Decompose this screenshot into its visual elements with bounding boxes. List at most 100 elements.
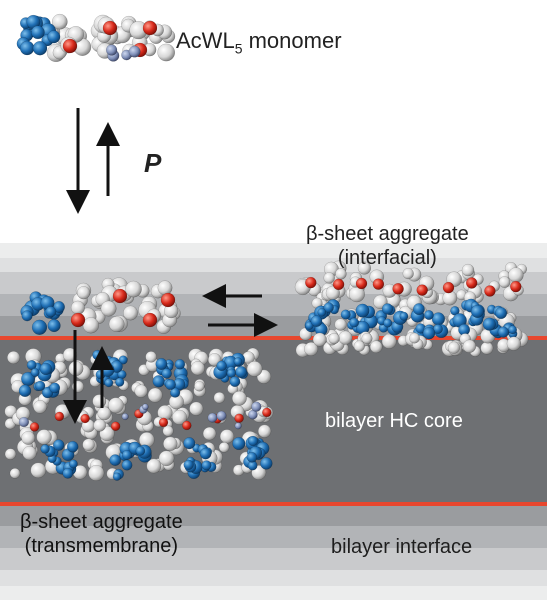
tryptophan-atom xyxy=(35,380,46,392)
carbon-atom xyxy=(506,336,521,351)
carbon-atom xyxy=(304,341,319,357)
carbon-atom xyxy=(171,409,188,425)
carbon-atom xyxy=(147,387,163,403)
carbon-atom xyxy=(36,429,52,445)
oxygen-atom xyxy=(484,285,496,297)
tryptophan-atom xyxy=(62,467,74,479)
interface-band-mid-bottom xyxy=(0,526,547,548)
carbon-atom xyxy=(157,43,176,62)
carbon-atom xyxy=(146,458,162,474)
tryptophan-atom xyxy=(68,459,78,469)
carbon-atom xyxy=(461,263,475,277)
oxygen-atom xyxy=(29,422,40,432)
oxygen-atom xyxy=(332,278,345,291)
carbon-atom xyxy=(334,318,347,331)
nitrogen-atom xyxy=(128,45,141,58)
oxygen-atom xyxy=(465,277,478,289)
interfacial-aggregate-line2: (interfacial) xyxy=(337,247,437,269)
oxygen-atom xyxy=(305,276,317,289)
oxygen-atom xyxy=(142,312,158,328)
carbon-atom xyxy=(33,399,47,414)
tryptophan-atom xyxy=(109,454,122,466)
tryptophan-atom xyxy=(26,360,37,370)
tryptophan-atom xyxy=(199,447,212,460)
oxygen-atom xyxy=(510,280,522,293)
carbon-atom xyxy=(231,390,247,406)
tryptophan-atom xyxy=(495,306,508,320)
carbon-atom xyxy=(21,430,36,445)
tryptophan-atom xyxy=(118,355,128,365)
carbon-atom xyxy=(498,276,511,288)
interface-band-outer-bottom xyxy=(0,570,547,586)
carbon-atom xyxy=(257,424,272,438)
tryptophan-atom xyxy=(247,435,259,447)
tryptophan-atom xyxy=(135,446,146,456)
oxygen-atom xyxy=(416,284,428,296)
transmembrane-aggregate-line1: β-sheet aggregate xyxy=(20,511,183,533)
carbon-atom xyxy=(4,448,17,460)
tryptophan-atom xyxy=(155,358,168,370)
tryptophan-atom xyxy=(183,459,194,470)
tryptophan-atom xyxy=(53,301,65,313)
tryptophan-atom xyxy=(260,457,273,470)
tryptophan-atom xyxy=(104,378,114,388)
carbon-atom xyxy=(92,394,107,409)
tryptophan-atom xyxy=(183,437,196,450)
carbon-atom xyxy=(125,280,142,298)
membrane-line-bottom xyxy=(0,502,547,506)
oxygen-atom xyxy=(234,413,244,423)
tryptophan-atom xyxy=(216,360,227,372)
tryptophan-atom xyxy=(45,306,57,318)
oxygen-atom xyxy=(182,420,192,431)
tryptophan-atom xyxy=(323,302,334,313)
carbon-atom xyxy=(328,332,340,345)
interface-label: bilayer interface xyxy=(331,536,473,558)
carbon-atom xyxy=(7,351,21,365)
nitrogen-atom xyxy=(234,422,242,430)
tryptophan-atom xyxy=(340,309,351,320)
tryptophan-atom xyxy=(30,368,40,377)
tryptophan-atom xyxy=(317,307,327,317)
carbon-atom xyxy=(93,418,107,432)
nitrogen-atom xyxy=(121,413,129,421)
tryptophan-atom xyxy=(32,40,48,56)
carbon-atom xyxy=(335,268,347,280)
tryptophan-atom xyxy=(169,387,181,398)
carbon-atom xyxy=(145,351,157,363)
carbon-atom xyxy=(158,450,175,467)
tryptophan-atom xyxy=(19,40,35,56)
carbon-atom xyxy=(312,332,327,347)
carbon-atom xyxy=(194,381,205,392)
tryptophan-atom xyxy=(66,440,79,453)
carbon-atom xyxy=(353,340,365,352)
nitrogen-atom xyxy=(105,44,118,56)
carbon-atom xyxy=(88,464,105,482)
carbon-atom xyxy=(97,406,112,421)
partition-coefficient-label: P xyxy=(144,148,162,178)
oxygen-atom xyxy=(110,421,121,431)
surface-monomer-molecule xyxy=(20,277,181,335)
carbon-atom xyxy=(508,267,524,283)
carbon-atom xyxy=(338,330,353,345)
tryptophan-atom xyxy=(431,312,446,326)
tryptophan-atom xyxy=(226,368,237,378)
tryptophan-atom xyxy=(21,310,33,322)
tryptophan-atom xyxy=(349,317,360,328)
interfacial-aggregate-label: β-sheet aggregate (interfacial) xyxy=(306,222,469,270)
tryptophan-atom xyxy=(39,362,52,376)
oxygen-atom xyxy=(142,20,158,36)
carbon-atom xyxy=(51,13,68,30)
carbon-atom xyxy=(409,332,420,344)
interfacial-aggregate-line1: β-sheet aggregate xyxy=(306,223,469,245)
oxygen-atom xyxy=(80,413,90,424)
oxygen-atom xyxy=(160,292,176,308)
interface-band-dark-bottom xyxy=(0,506,547,526)
oxygen-atom xyxy=(158,417,169,428)
tryptophan-atom xyxy=(49,382,61,394)
carbon-atom xyxy=(369,340,383,354)
tryptophan-atom xyxy=(482,317,496,331)
carbon-atom xyxy=(190,361,205,376)
tryptophan-atom xyxy=(18,384,32,398)
carbon-atom xyxy=(76,286,91,300)
